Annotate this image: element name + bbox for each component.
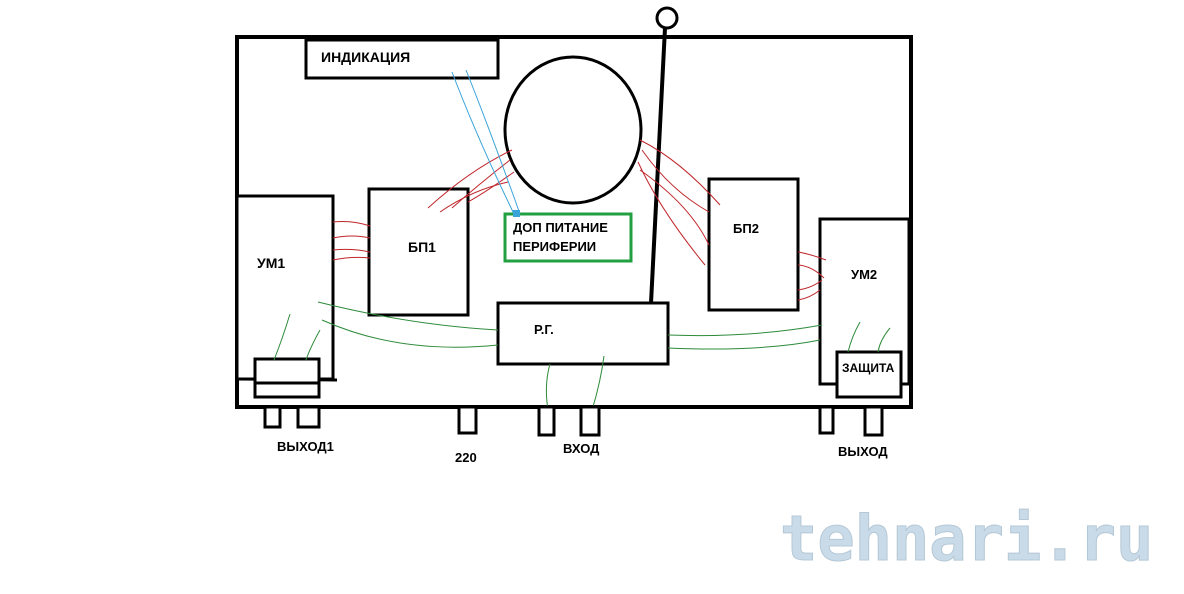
bp2-label: БП2 [733,221,759,236]
zashchita-box [835,350,903,399]
blue-wire-junction [513,210,520,217]
antenna-mast [649,27,667,304]
rg-label: Р.Г. [534,322,554,337]
zashchita-label: ЗАЩИТА [842,361,895,375]
dop-power-block [503,212,633,263]
indication-label: ИНДИКАЦИЯ [321,49,410,65]
vyhod-label: ВЫХОД [838,444,888,459]
dop-power-label-line2: ПЕРИФЕРИИ [513,239,596,254]
dop-power-label-line1: ДОП ПИТАНИЕ [513,220,608,235]
red-wires-bp2 [637,139,721,266]
connector-vyhod-a [818,405,835,435]
um1-protection-box [253,357,321,399]
um1-label: УМ1 [257,255,285,271]
power-220-label: 220 [455,450,477,465]
connector-vyhod1-b [296,405,321,429]
bp1-label: БП1 [408,239,436,255]
watermark-logo: tehnari.ru [780,502,1153,575]
connector-vhod-b [579,405,601,437]
green-wires [273,301,891,411]
red-wires-um1 [332,221,371,261]
connector-vhod-a [537,405,556,437]
red-wires-um2 [797,251,827,301]
connector-vyhod1-a [263,405,282,429]
rg-block [496,301,670,366]
connector-220 [457,405,478,435]
connectors [263,405,884,437]
um1-block [235,194,335,381]
bp1-block [367,187,470,317]
red-wires-bp1 [427,149,515,213]
indication-block [304,38,500,80]
bp2-block [707,177,800,312]
antenna-tip [655,6,679,30]
connector-vyhod-b [863,405,884,437]
vhod-label: ВХОД [563,441,600,456]
transformer-circle [503,55,643,205]
blue-wires [451,69,521,215]
um2-label: УМ2 [851,267,877,282]
vyhod1-label: ВЫХОД1 [277,439,334,454]
